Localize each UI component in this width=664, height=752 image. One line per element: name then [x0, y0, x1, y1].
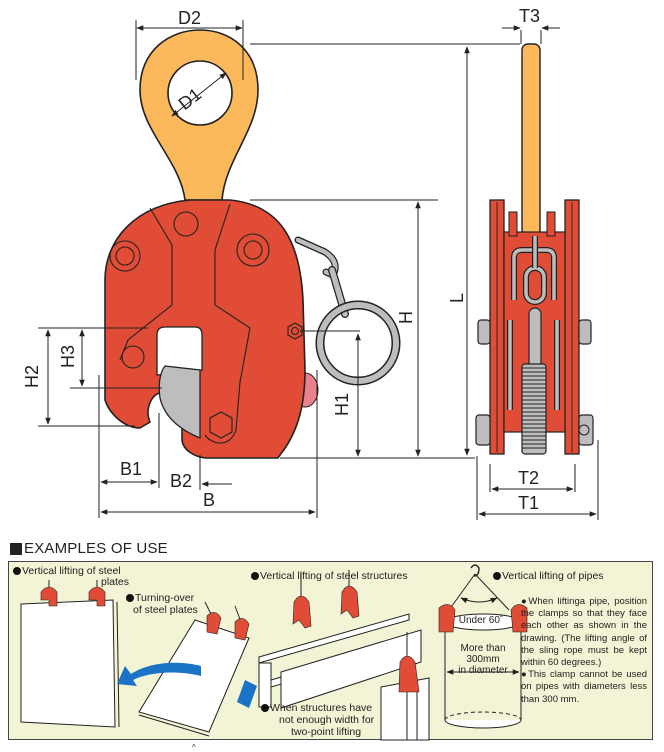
- label-narrow-structures-2: not enough width for: [279, 714, 375, 726]
- label-B2: B2: [170, 471, 192, 491]
- clamp-body: [104, 199, 306, 459]
- clamp-dimension-drawing: D2 D1 T3 L H H1 H2 H3 B1 B2 B T2 T1: [22, 6, 599, 520]
- steel-plate-vertical: [20, 580, 120, 728]
- side-eye: [521, 43, 541, 237]
- pipe: [438, 564, 528, 729]
- label-diameter-3: in diameter: [458, 665, 508, 676]
- examples-heading: EXAMPLES OF USE: [10, 540, 168, 557]
- side-view: [475, 43, 594, 455]
- label-narrow-structures-3: two-point lifting: [291, 726, 362, 738]
- label-T1: T1: [518, 493, 539, 513]
- label-H3: H3: [58, 345, 78, 368]
- label-B1: B1: [120, 459, 142, 479]
- label-L: L: [447, 293, 467, 303]
- pipe-notes: ●When liftinga pipe, position the clamps…: [521, 596, 647, 706]
- label-H2: H2: [22, 365, 42, 388]
- label-vertical-lifting-plates-2: plates: [101, 576, 130, 588]
- label-pipes: Vertical lifting of pipes: [493, 570, 604, 582]
- ring-chain: [294, 236, 401, 386]
- label-diameter-1: More than: [460, 643, 506, 654]
- pipe-note-2: ●This clamp cannot be used on pipes with…: [521, 669, 647, 705]
- label-turning-over: Turning-over: [126, 592, 194, 604]
- label-T3: T3: [519, 6, 540, 26]
- turn-arrow: [117, 662, 201, 686]
- label-turning-over-2: of steel plates: [133, 604, 198, 616]
- label-H: H: [396, 311, 416, 324]
- examples-panel: Vertical lifting of steel plates Turning…: [8, 561, 653, 741]
- label-H1: H1: [332, 393, 352, 416]
- steel-structure-beam: [258, 570, 422, 709]
- label-under-60: Under 60˚: [458, 615, 504, 626]
- cam: [158, 365, 201, 439]
- label-diameter-2: 300mm: [466, 654, 500, 665]
- jaw-slot: [156, 326, 203, 376]
- label-narrow-structures: When structures have: [261, 702, 372, 714]
- footer-mark: ^: [192, 743, 196, 752]
- spring: [521, 363, 547, 455]
- narrow-structure: [380, 632, 430, 741]
- side-dimensions: [476, 25, 599, 520]
- heading-square-icon: [10, 542, 22, 555]
- front-view: [104, 29, 401, 459]
- pipe-note-1: ●When liftinga pipe, position the clamps…: [521, 596, 647, 669]
- label-D2: D2: [178, 8, 201, 28]
- steel-plate-turning: [138, 601, 250, 737]
- front-dimensions: [38, 20, 520, 518]
- label-B: B: [203, 490, 215, 510]
- eye-hole: [167, 60, 233, 126]
- label-vertical-lifting-plates: Vertical lifting of steel: [13, 565, 121, 577]
- examples-illustrations: [20, 564, 528, 741]
- label-T2: T2: [518, 468, 539, 488]
- label-steel-structures: Vertical lifting of steel structures: [251, 570, 408, 582]
- examples-heading-text: EXAMPLES OF USE: [24, 540, 168, 557]
